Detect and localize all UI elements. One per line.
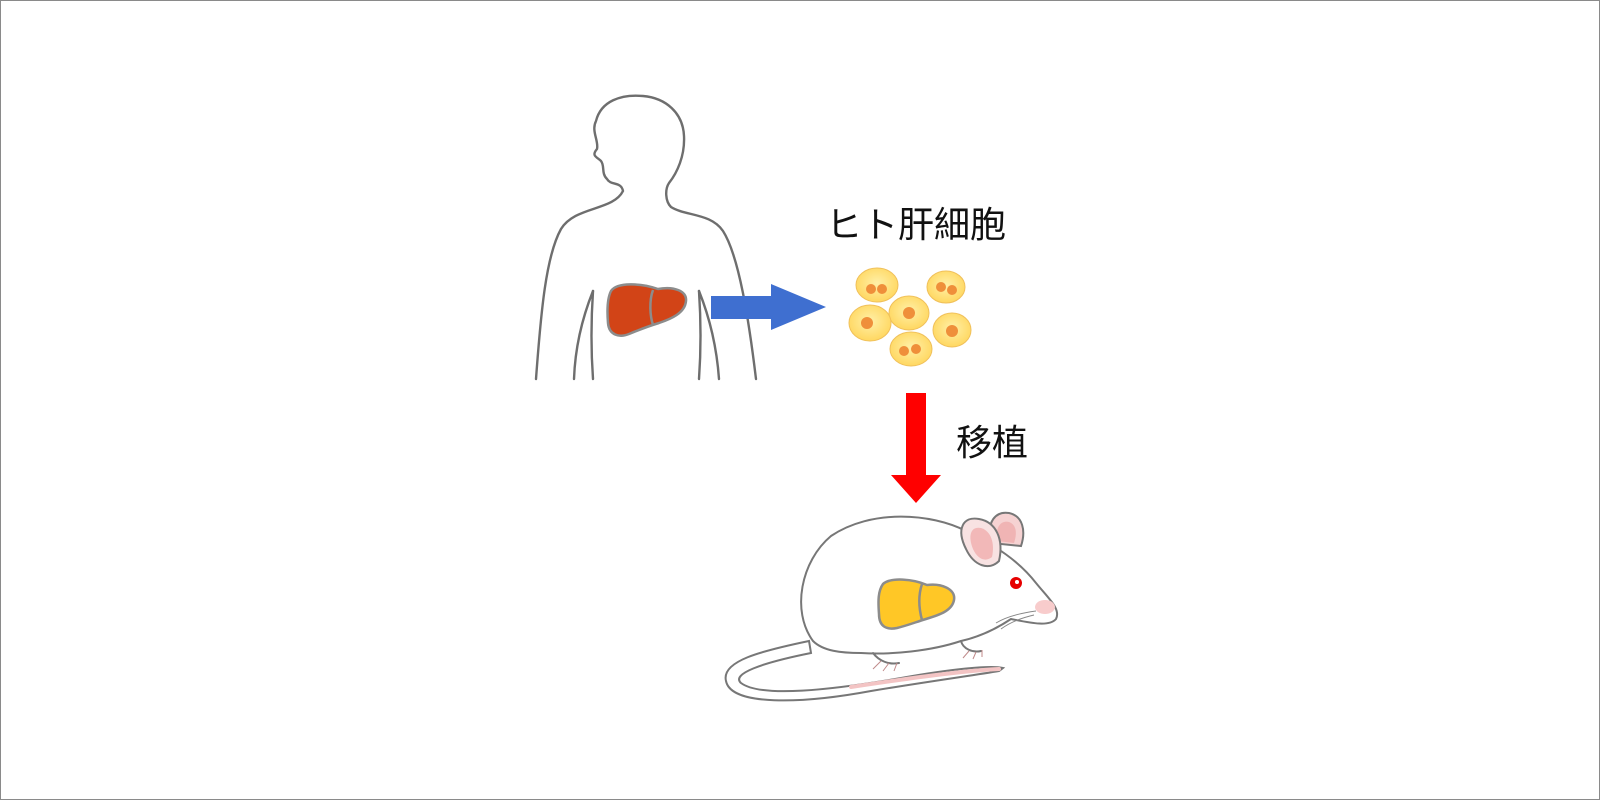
human-silhouette-icon (534, 94, 758, 381)
hepatocyte-cell-icon (848, 304, 892, 342)
transplant-label: 移植 (956, 423, 1028, 464)
liver-icon (877, 578, 956, 630)
mouse-icon (724, 511, 1059, 702)
hepatocyte-cell-icon (889, 331, 933, 367)
hepatocyte-cell-icon (855, 267, 899, 303)
hepatocyte-cell-icon (888, 295, 930, 331)
hepatocyte-cluster (848, 267, 972, 367)
hepatocyte-cell-icon (932, 312, 972, 348)
liver-icon (606, 283, 688, 337)
red-arrow (891, 393, 941, 503)
blue-arrow (711, 284, 826, 330)
hepatocyte-cell-icon (926, 270, 966, 304)
human-hepatocytes-label: ヒト肝細胞 (826, 205, 1006, 246)
